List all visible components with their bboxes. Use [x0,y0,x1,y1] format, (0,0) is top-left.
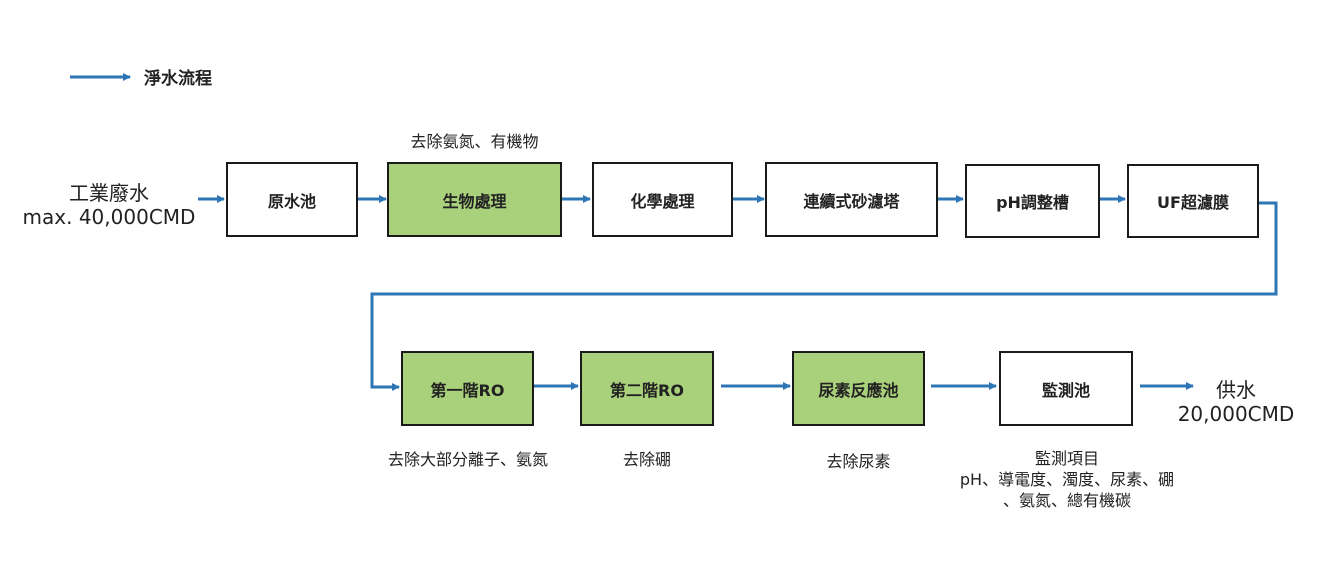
urea-reaction-tank-box: 尿素反應池 [792,351,925,426]
output-capacity: 20,000CMD [1177,402,1295,426]
ph-adjustment-tank-box: pH調整槽 [965,164,1100,238]
continuous-sand-filter-box: 連續式砂濾塔 [765,162,938,237]
urea-note: 去除尿素 [826,452,891,471]
legend-label: 淨水流程 [144,69,212,89]
input-title: 工業廢水 [69,181,149,205]
uf-membrane-box: UF超濾膜 [1127,164,1259,238]
ro-stage-1-box: 第一階RO [401,351,534,426]
monitoring-items-line-1: pH、導電度、濁度、尿素、硼 [959,470,1175,489]
arrow-uf-to-ro1 [370,201,1278,391]
ro2-note: 去除硼 [622,450,671,469]
monitoring-items-line-2: 、氨氮、總有機碳 [1002,491,1131,510]
input-label: 工業廢水 max. 40,000CMD [14,181,204,229]
chemical-treatment-box: 化學處理 [592,162,733,237]
monitoring-items-title: 監測項目 [1034,449,1099,468]
raw-water-tank-box: 原水池 [226,162,358,237]
ro1-note: 去除大部分離子、氨氮 [387,450,548,469]
bio-note: 去除氨氮、有機物 [410,132,539,151]
input-capacity: max. 40,000CMD [22,205,196,229]
monitoring-tank-box: 監測池 [999,351,1133,426]
biological-treatment-box: 生物處理 [387,162,562,237]
output-label: 供水 20,000CMD [1166,378,1306,426]
monitoring-items-note: 監測項目 pH、導電度、濁度、尿素、硼 、氨氮、總有機碳 [935,448,1199,511]
output-title: 供水 [1216,378,1256,402]
ro-stage-2-box: 第二階RO [580,351,714,426]
